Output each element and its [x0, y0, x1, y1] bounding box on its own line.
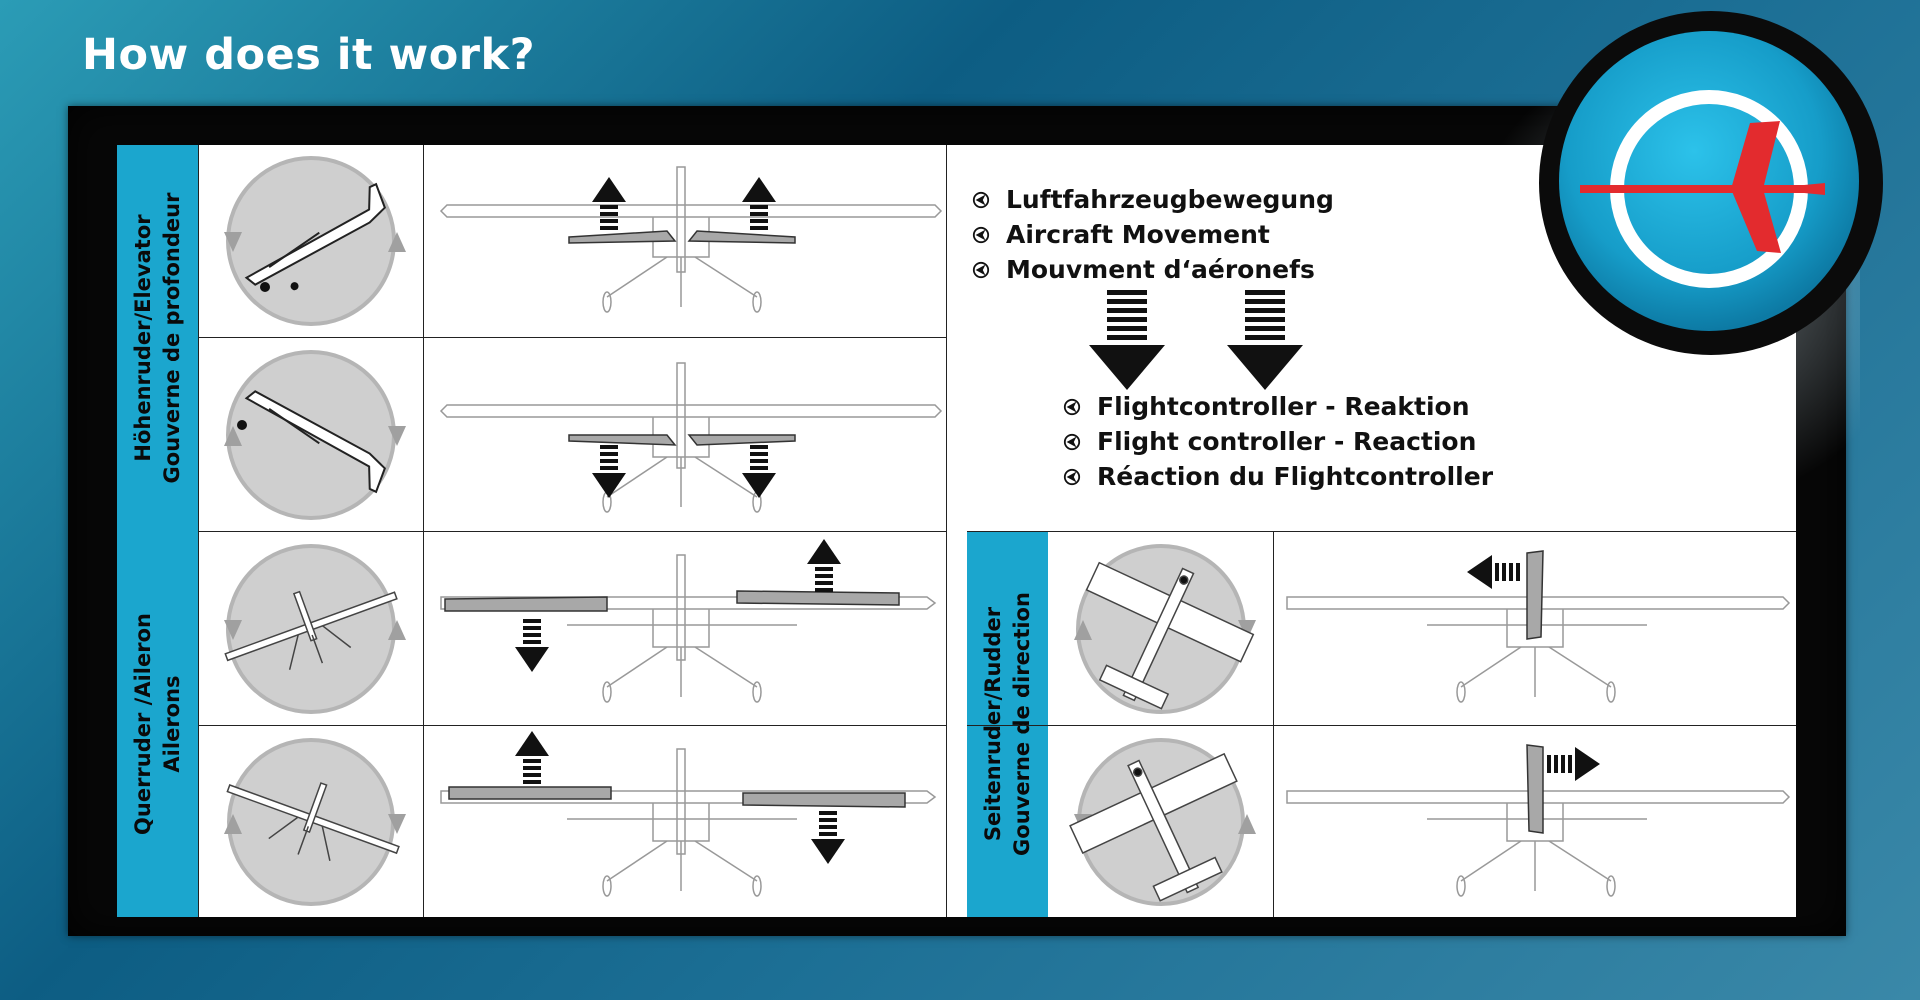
aircraft-front-view [1286, 596, 1791, 703]
rudder-left-diagram [1286, 550, 1791, 703]
legend-text: Flight controller - Reaction [1097, 427, 1477, 456]
aircraft-logo-icon [1539, 11, 1883, 355]
rotation-arrow-icon [224, 426, 242, 446]
legend-movement-1: Luftfahrzeugbewegung [972, 185, 1334, 214]
grid-line [946, 145, 947, 917]
aircraft-top-view [1085, 561, 1255, 710]
rudder-label: Seitenruder/Rudder Gouverne de direction [967, 531, 1048, 917]
aileron-label: Querruder /Aileron Ailerons [117, 531, 198, 917]
legend-reaction-1: Flightcontroller - Reaktion [1063, 392, 1470, 421]
rudder-right-diagram [1286, 744, 1791, 897]
rotation-arrow-icon [224, 814, 242, 834]
rotation-arrow-icon [224, 620, 242, 640]
elevator-up-diagram [439, 166, 943, 313]
rudder-right-dial [1069, 738, 1256, 906]
legend-movement-2: Aircraft Movement [972, 220, 1270, 249]
aileron-label-line1: Querruder /Aileron [130, 613, 155, 835]
aircraft-side-view [244, 182, 386, 291]
left-elevator-surface [568, 230, 677, 244]
aircraft-front-view [440, 748, 937, 897]
arrow-down-icon [1227, 290, 1303, 390]
elevator-down-dial [224, 350, 406, 520]
right-aileron-surface [742, 792, 906, 808]
legend-movement-3: Mouvment d‘aéronefs [972, 255, 1315, 284]
aircraft-front-view [440, 554, 937, 703]
aircraft-side-view [244, 390, 386, 494]
arrow-left-icon [1467, 555, 1520, 589]
rudder-label-line1: Seitenruder/Rudder [980, 606, 1005, 842]
aileron-right-diagram [440, 731, 937, 897]
bullet-icon [1063, 433, 1081, 450]
rotation-arrow-icon [1238, 620, 1256, 640]
arrow-down-icon [742, 445, 776, 498]
legend-text: Mouvment d‘aéronefs [1006, 255, 1315, 284]
elevator-label: Höhenruder/Elevator Gouverne de profonde… [117, 145, 198, 531]
page-title: How does it work? [82, 30, 536, 80]
rotation-arrow-icon [1074, 620, 1092, 640]
legend-text: Flightcontroller - Reaktion [1097, 392, 1470, 421]
aircraft-top-view [1069, 752, 1238, 902]
grid-line [198, 337, 946, 338]
right-aileron-surface [736, 590, 900, 606]
legend-arrows [1089, 290, 1303, 390]
diagram-panel: Höhenruder/Elevator Gouverne de profonde… [117, 145, 1796, 917]
arrow-up-icon [742, 177, 776, 230]
arrow-right-icon [1547, 747, 1600, 781]
left-aileron-surface [448, 786, 612, 800]
aileron-left-dial [224, 544, 406, 714]
rudder-surface [1526, 744, 1544, 834]
arrow-down-icon [515, 619, 549, 672]
bullet-icon [972, 261, 990, 278]
legend-reaction-2: Flight controller - Reaction [1063, 427, 1476, 456]
rudder-surface [1526, 550, 1544, 640]
rotation-arrow-icon [1238, 814, 1256, 834]
grid-line [198, 725, 946, 726]
right-elevator-surface [687, 434, 796, 446]
rotation-arrow-icon [388, 814, 406, 834]
right-elevator-surface [687, 230, 796, 244]
aircraft-front-small [226, 782, 400, 861]
bullet-icon [972, 226, 990, 243]
arrow-down-icon [592, 445, 626, 498]
aileron-label-line2: Ailerons [159, 675, 184, 773]
elevator-label-line1: Höhenruder/Elevator [130, 214, 155, 462]
left-aileron-surface [444, 596, 608, 612]
legend-text: Réaction du Flightcontroller [1097, 462, 1494, 491]
rotation-arrow-icon [388, 426, 406, 446]
grid-line [1273, 531, 1274, 917]
grid-line [967, 725, 1796, 726]
elevator-label-line2: Gouverne de profondeur [159, 192, 184, 484]
elevator-down-diagram [439, 362, 943, 513]
bullet-icon [1063, 398, 1081, 415]
legend-text: Luftfahrzeugbewegung [1006, 185, 1334, 214]
rudder-left-dial [1074, 544, 1256, 714]
elevator-up-dial [224, 156, 406, 326]
arrow-up-icon [515, 731, 549, 784]
arrow-up-icon [592, 177, 626, 230]
arrow-up-icon [807, 539, 841, 592]
aileron-left-diagram [440, 539, 937, 703]
legend-reaction-3: Réaction du Flightcontroller [1063, 462, 1493, 491]
rotation-arrow-icon [224, 232, 242, 252]
left-elevator-surface [568, 434, 677, 446]
bullet-icon [1063, 468, 1081, 485]
arrow-down-icon [811, 811, 845, 864]
grid-line [967, 531, 1796, 532]
bullet-icon [972, 191, 990, 208]
rotation-arrow-icon [388, 620, 406, 640]
legend-text: Aircraft Movement [1006, 220, 1270, 249]
arrow-down-icon [1089, 290, 1165, 390]
rotation-arrow-icon [388, 232, 406, 252]
rudder-label-line2: Gouverne de direction [1009, 592, 1034, 856]
aircraft-front-small [224, 590, 398, 670]
grid-line [198, 531, 946, 532]
aileron-right-dial [224, 738, 406, 906]
